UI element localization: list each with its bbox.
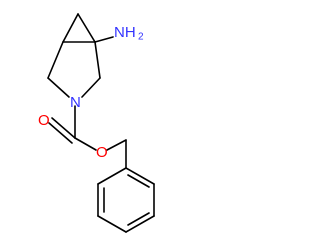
bond-cyclopropane-right bbox=[77, 13, 96, 43]
bond-carbonyl-double-2 bbox=[48, 122, 73, 144]
bond-phenyl-6 bbox=[97, 167, 127, 185]
bond-carbonyl-ester-o bbox=[74, 137, 97, 151]
bond-bridgehead-ch2-right bbox=[94, 41, 101, 79]
bond-ch2-n-right bbox=[81, 77, 101, 98]
bond-ester-o-ch2 bbox=[106, 139, 127, 151]
bond-phenyl-3 bbox=[125, 215, 155, 233]
bond-ch2-n-left bbox=[47, 77, 70, 98]
bond-carbonyl-double-1 bbox=[51, 117, 76, 139]
amine-label: NH bbox=[114, 24, 136, 41]
bond-phenyl-1 bbox=[125, 167, 155, 185]
amine-subscript: 2 bbox=[138, 32, 144, 43]
molecule-diagram: NH 2 N O O bbox=[38, 13, 155, 233]
structure-canvas: NH 2 N O O bbox=[38, 13, 155, 233]
bond-c-amine bbox=[94, 36, 114, 43]
bond-cyclopropane-left bbox=[62, 13, 79, 43]
bond-phenyl-inner-1 bbox=[127, 174, 150, 188]
ring-nitrogen-label: N bbox=[70, 94, 81, 111]
bond-phenyl-inner-2 bbox=[127, 212, 150, 226]
ester-oxygen-label: O bbox=[96, 144, 108, 161]
carbonyl-oxygen-label: O bbox=[38, 112, 50, 129]
bond-bridgehead-ch2-left bbox=[47, 41, 64, 79]
bond-phenyl-4 bbox=[97, 215, 127, 233]
